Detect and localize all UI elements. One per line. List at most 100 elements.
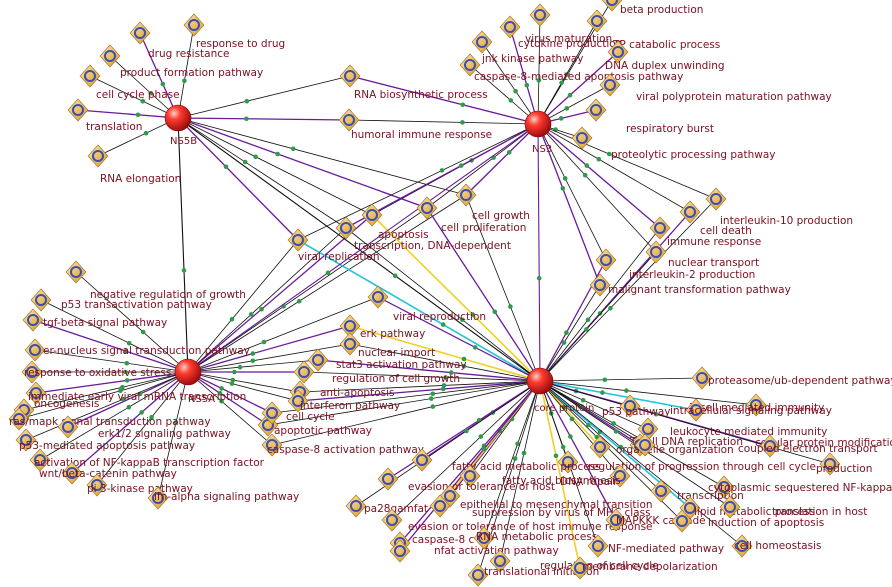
process-node[interactable]: cell death <box>679 200 752 237</box>
process-node[interactable]: RNA elongation <box>87 144 181 185</box>
process-node[interactable]: intracellular signaling pathway <box>670 398 832 422</box>
process-node[interactable]: interleukin-2 production <box>595 248 755 281</box>
process-node[interactable]: negative regulation of growth <box>65 260 246 301</box>
edge-junction-dot <box>513 88 518 94</box>
edge-junction-dot <box>565 72 570 77</box>
process-node[interactable]: evasion or tolerance of host <box>377 467 555 493</box>
process-node[interactable]: fatty acid biosynthesis <box>459 464 620 488</box>
process-node[interactable]: translation <box>67 98 142 133</box>
process-node[interactable]: p53 pathway <box>602 394 670 418</box>
process-node[interactable]: proteasome/ub-dependent pathway <box>691 366 892 390</box>
process-node[interactable]: erk pathway <box>339 314 425 340</box>
process-node-icon <box>287 228 309 252</box>
process-node[interactable]: response to drug <box>183 13 285 50</box>
process-node-ring-icon <box>104 50 116 62</box>
process-node[interactable]: viral reproduction <box>367 285 486 323</box>
edge-junction-dot <box>123 369 128 375</box>
process-node[interactable]: cell growth <box>455 183 530 222</box>
process-node[interactable]: product formation pathway <box>99 44 263 79</box>
process-node[interactable]: viral replication <box>287 228 380 263</box>
process-node[interactable]: immediate early viral mRNA transcription <box>25 381 246 405</box>
process-node[interactable]: regulation of cell growth <box>293 360 460 385</box>
process-node[interactable]: nuclear import <box>339 332 435 359</box>
process-node[interactable]: cell proliferation <box>416 196 526 234</box>
process-node[interactable]: response to oxidative stress <box>21 360 171 384</box>
process-node[interactable]: interferon pathway <box>287 389 400 413</box>
process-node[interactable]: malignant transformation pathway <box>589 273 791 297</box>
process-node[interactable]: fatty acid metabolic process <box>411 448 601 473</box>
process-node[interactable]: nuclear transport <box>645 240 759 269</box>
process-node-icon <box>587 534 609 558</box>
process-node[interactable]: coupled electron transport <box>738 434 878 458</box>
process-node[interactable]: DNA repair <box>560 464 631 488</box>
process-node[interactable]: ifn-alpha signaling pathway <box>147 486 299 510</box>
process-node[interactable]: leukocyte mediated immunity <box>637 417 827 441</box>
process-node[interactable]: respiratory burst <box>585 98 714 135</box>
process-node-ring-icon <box>690 404 702 416</box>
process-node[interactable]: humoral immune response <box>338 108 492 141</box>
process-node[interactable]: suppression by virus of MHC class <box>429 494 651 519</box>
process-node[interactable]: wnt/beta-catenin pathway <box>39 461 177 485</box>
process-node[interactable]: regulation of cell cycle <box>489 549 659 573</box>
edge-core <box>539 380 601 448</box>
process-node[interactable]: drug resistance <box>129 21 229 60</box>
process-node[interactable]: jnk kinase pathway <box>471 30 583 65</box>
edge-core <box>349 343 541 382</box>
process-node[interactable]: ras/mapk signal transduction pathway <box>8 407 211 431</box>
process-node[interactable]: viral polyprotein maturation pathway <box>599 73 832 103</box>
edge-core <box>271 380 541 446</box>
process-node[interactable]: nfat activation pathway <box>389 539 559 563</box>
process-node[interactable]: membrane depolarization <box>569 556 718 580</box>
process-node-icon <box>65 260 87 284</box>
process-node[interactable]: immune response <box>649 216 761 248</box>
process-node[interactable]: cell cycle <box>261 401 335 425</box>
process-node[interactable]: stat3 activation pathway <box>307 348 467 372</box>
process-node[interactable]: proteolytic processing pathway <box>571 126 775 161</box>
process-node[interactable]: regulation of progression through cell c… <box>557 450 816 474</box>
process-node-icon <box>57 415 79 439</box>
hub-node-core[interactable] <box>526 367 554 395</box>
process-node[interactable]: cell cycle phase <box>79 64 180 101</box>
hub-node-ns3[interactable] <box>524 110 552 138</box>
hub-node-ns5a[interactable] <box>174 358 202 386</box>
process-node[interactable]: RNA metabolic process <box>473 526 597 550</box>
process-node[interactable]: epithelial to mesenchymal transition <box>439 484 653 511</box>
process-node[interactable]: interleukin-10 production <box>705 187 853 227</box>
process-node[interactable]: beta production <box>601 0 703 16</box>
process-label: ras/mapk signal transduction pathway <box>9 416 211 428</box>
process-node[interactable]: erk1/2 signaling pathway <box>57 415 231 440</box>
process-label: translation in host <box>772 506 867 518</box>
process-node[interactable]: cytokine production <box>499 15 622 50</box>
edge-ns3 <box>465 123 539 196</box>
process-node[interactable]: translational initiation <box>467 563 599 587</box>
process-node[interactable]: translation in host <box>719 495 867 519</box>
process-node[interactable]: cell homeostasis <box>731 534 821 558</box>
process-node[interactable]: TP catabolic process <box>586 9 720 51</box>
edge-junction-dot <box>237 364 243 370</box>
process-node[interactable]: p53-mediated apoptosis pathway <box>15 428 195 452</box>
process-node[interactable]: evasion or tolerance of host immune resp… <box>381 508 653 533</box>
edge-ns5a <box>187 371 273 414</box>
process-node[interactable]: cytoplasmic sequestered NF-kappaB <box>708 475 892 499</box>
process-node[interactable]: production <box>816 452 872 476</box>
process-label: proteolytic processing pathway <box>611 149 775 161</box>
process-node[interactable]: apoptosis <box>361 203 429 241</box>
process-node[interactable]: NF-mediated pathway <box>587 534 724 558</box>
process-node-icon <box>429 494 451 518</box>
process-node[interactable]: cellular protein modification <box>634 433 892 457</box>
process-node[interactable]: RNA biosynthetic process <box>339 64 488 101</box>
process-node[interactable]: induction of apoptosis <box>671 509 824 533</box>
process-node[interactable]: caspase-8-mediated apoptosis pathway <box>459 53 683 83</box>
process-node[interactable]: transcription, DNA-dependent <box>335 216 511 252</box>
hub-node-ns5b[interactable] <box>164 104 192 132</box>
process-node[interactable]: virus maturation <box>525 3 612 45</box>
process-node[interactable]: tgf-beta signal pathway <box>22 308 167 332</box>
process-node[interactable]: p53 transactivation pathway <box>30 288 212 312</box>
process-node[interactable]: er-nucleus signal transduction pathway <box>24 338 250 362</box>
process-node[interactable]: pa28gamfat <box>345 494 428 518</box>
process-node[interactable]: activation of NF-kappaB transcription fa… <box>29 448 265 472</box>
process-node[interactable]: caspase-8 activation pathway <box>261 433 424 457</box>
process-node[interactable]: T cell mediated immunity <box>689 393 824 417</box>
process-node[interactable]: DNA duplex unwinding <box>605 40 725 72</box>
process-node[interactable]: pi 3-kinase pathway <box>86 473 193 497</box>
